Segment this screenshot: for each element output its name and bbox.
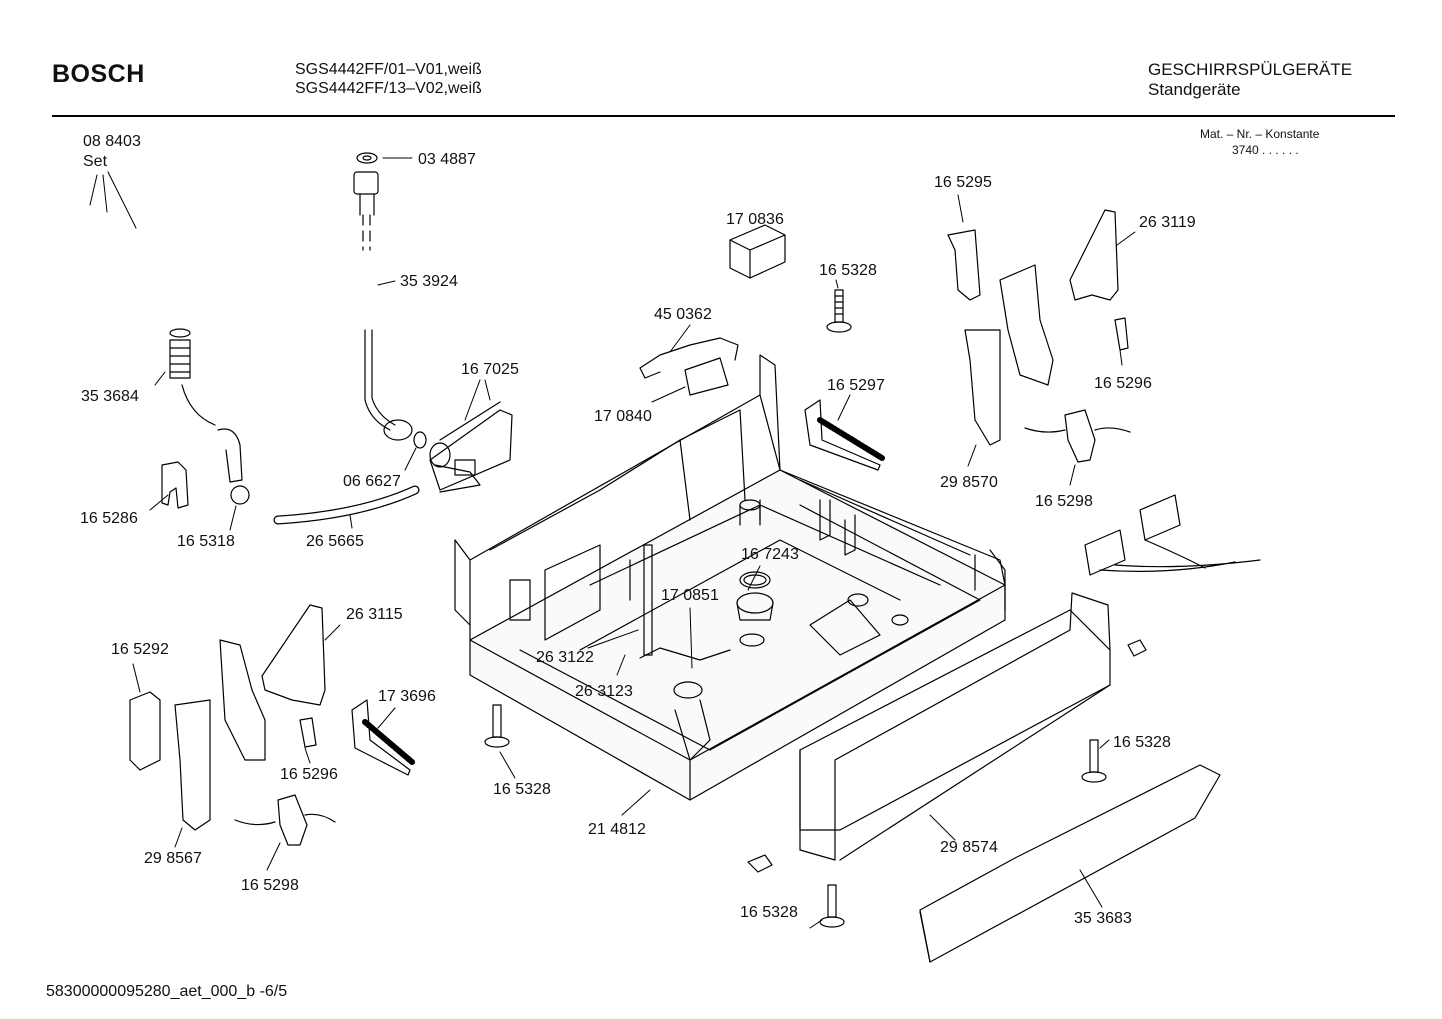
label-165295: 16 5295	[934, 174, 992, 191]
label-165286: 16 5286	[80, 510, 138, 527]
model-2: SGS4442FF/13–V02,weiß	[295, 80, 482, 97]
base-tub-drawing	[454, 354, 1006, 801]
label-353924: 35 3924	[400, 273, 458, 290]
mat-label: Mat. – Nr. – Konstante	[1200, 127, 1320, 141]
label-165328-bottom: 16 5328	[740, 904, 798, 921]
label-263123: 26 3123	[575, 683, 633, 700]
label-165328-right: 16 5328	[1113, 734, 1171, 751]
label-165298-right: 16 5298	[1035, 493, 1093, 510]
category-subtitle: Standgeräte	[1148, 80, 1241, 99]
label-214812: 21 4812	[588, 821, 646, 838]
label-165297: 16 5297	[827, 377, 885, 394]
label-170836: 17 0836	[726, 211, 784, 228]
page-number: -6/5	[259, 983, 288, 1000]
label-263115: 26 3115	[346, 606, 403, 623]
valve-drawing	[429, 401, 513, 493]
fill-hose-drawing	[353, 152, 427, 449]
model-list: SGS4442FF/01–V01,weiß SGS4442FF/13–V02,w…	[295, 60, 482, 98]
label-263119: 26 3119	[1139, 214, 1196, 231]
label-set: Set	[83, 153, 108, 170]
category-title: GESCHIRRSPÜLGERÄTE	[1148, 60, 1353, 79]
leader-lines	[89, 157, 1136, 929]
label-167025: 16 7025	[461, 361, 519, 378]
label-034887: 03 4887	[418, 151, 476, 168]
material-number: Mat. – Nr. – Konstante 3740 . . . . . .	[1200, 126, 1319, 158]
label-165328-mid: 16 5328	[493, 781, 551, 798]
label-165292: 16 5292	[111, 641, 169, 658]
label-165328-top: 16 5328	[819, 262, 877, 279]
doc-id: 58300000095280_aet_000_b	[46, 983, 256, 1000]
mat-value: 3740 . . . . . .	[1232, 143, 1299, 157]
label-298570: 29 8570	[940, 474, 998, 491]
label-265665: 26 5665	[306, 533, 364, 550]
category-block: GESCHIRRSPÜLGERÄTE Standgeräte	[1148, 60, 1352, 100]
label-165318: 16 5318	[177, 533, 235, 550]
label-167243: 16 7243	[741, 546, 799, 563]
label-298567: 29 8567	[144, 850, 202, 867]
label-170851: 17 0851	[661, 587, 719, 604]
label-066627: 06 6627	[343, 473, 401, 490]
label-298574: 29 8574	[940, 839, 998, 856]
spring-drawing	[169, 328, 250, 505]
screw-top-drawing	[826, 289, 852, 333]
label-088403: 08 8403	[83, 133, 141, 150]
label-170840: 17 0840	[594, 408, 652, 425]
label-165296-right: 16 5296	[1094, 375, 1152, 392]
label-173696: 17 3696	[378, 688, 436, 705]
label-165298-left: 16 5298	[241, 877, 299, 894]
brand-logo: BOSCH	[52, 60, 145, 88]
label-263122: 26 3122	[536, 649, 594, 666]
part-labels: 08 8403 Set 03 4887 35 3924 35 3684 16 7…	[80, 133, 1196, 927]
label-353684: 35 3684	[81, 388, 139, 405]
header-rule	[52, 115, 1395, 117]
label-353683: 35 3683	[1074, 910, 1132, 927]
footer: 58300000095280_aet_000_b -6/5	[46, 983, 287, 1001]
label-165296-left: 16 5296	[280, 766, 338, 783]
model-1: SGS4442FF/01–V01,weiß	[295, 61, 482, 78]
label-450362: 45 0362	[654, 306, 712, 323]
